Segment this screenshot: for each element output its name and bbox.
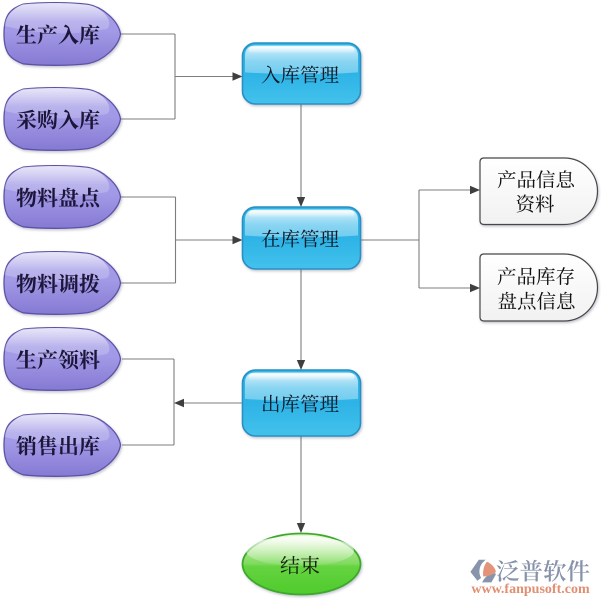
svg-text:www.fanpusoft.com: www.fanpusoft.com [471,582,590,597]
